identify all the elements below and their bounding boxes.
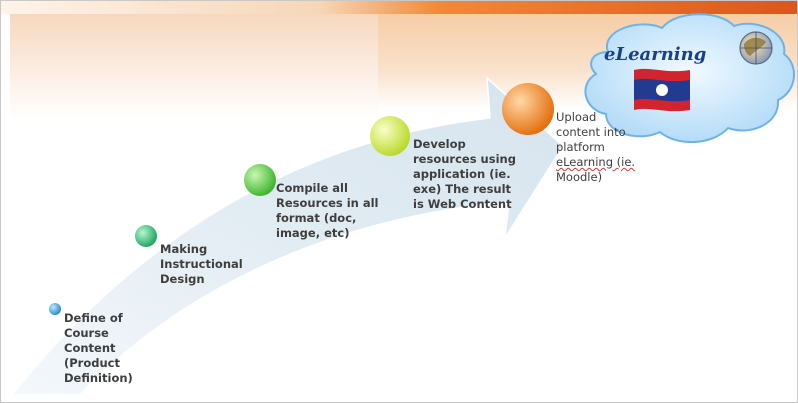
step-1-line-2: Course bbox=[64, 326, 109, 340]
step-3-line-3: format (doc, bbox=[276, 211, 357, 225]
step-1-line-3: Content bbox=[64, 341, 116, 355]
globe-icon bbox=[739, 31, 773, 65]
step-3-line-4: image, etc) bbox=[276, 226, 350, 240]
step-dot-1 bbox=[49, 303, 61, 315]
step-dot-5 bbox=[502, 83, 554, 135]
step-3-line-1: Compile all bbox=[276, 181, 348, 195]
cloud-title: eLearning bbox=[604, 44, 707, 65]
step-4-line-1: Develop bbox=[413, 137, 466, 151]
step-3-label: Compile all Resources in all format (doc… bbox=[276, 181, 398, 241]
background-wash-left bbox=[10, 14, 378, 119]
step-2-line-2: Instructional bbox=[160, 257, 243, 271]
step-dot-4 bbox=[370, 116, 410, 156]
step-2-line-3: Design bbox=[160, 272, 205, 286]
step-1-line-1: Define of bbox=[64, 311, 123, 325]
step-5-label: Upload content into platform eLearning (… bbox=[556, 110, 666, 185]
step-2-line-1: Making bbox=[160, 242, 208, 256]
step-4-line-3: application (ie. bbox=[413, 167, 511, 181]
step-3-line-2: Resources in all bbox=[276, 196, 379, 210]
step-5-line-5: Moodle) bbox=[556, 170, 603, 184]
step-dot-2 bbox=[135, 225, 157, 247]
step-4-line-5: is Web Content bbox=[413, 197, 512, 211]
step-dot-3 bbox=[244, 164, 276, 196]
step-4-line-2: resources using bbox=[413, 152, 516, 166]
step-5-line-3: platform bbox=[556, 140, 605, 154]
step-1-line-5: Definition) bbox=[64, 371, 133, 385]
step-4-line-4: exe) The result bbox=[413, 182, 512, 196]
top-accent-bar bbox=[0, 0, 798, 14]
step-5-line-4: eLearning (ie. bbox=[556, 155, 636, 169]
step-2-label: Making Instructional Design bbox=[160, 242, 260, 287]
step-1-line-4: (Product bbox=[64, 356, 120, 370]
step-5-line-1: Upload bbox=[556, 110, 597, 124]
step-4-label: Develop resources using application (ie.… bbox=[413, 137, 533, 212]
step-1-label: Define of Course Content (Product Defini… bbox=[64, 311, 144, 386]
step-5-line-2: content into bbox=[556, 125, 626, 139]
laos-flag-icon bbox=[634, 68, 690, 112]
